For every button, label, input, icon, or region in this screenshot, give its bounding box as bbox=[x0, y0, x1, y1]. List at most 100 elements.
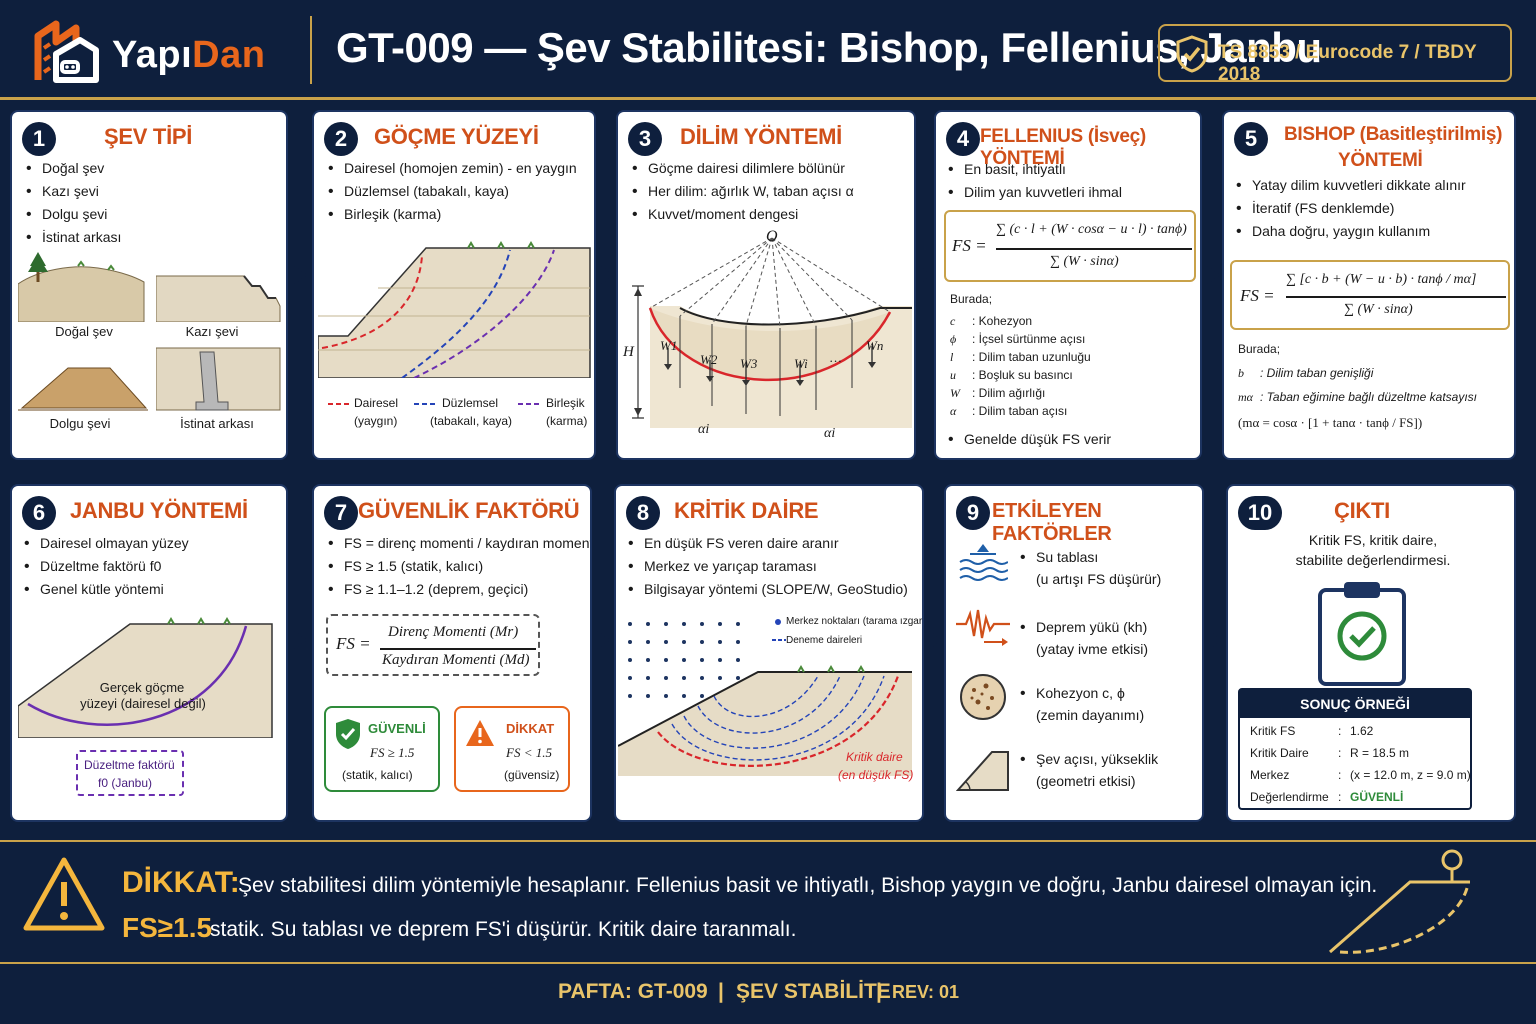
step-number: 9 bbox=[956, 496, 990, 530]
caption: Dolgu şevi bbox=[49, 416, 111, 431]
bullet-list: Dairesel (homojen zemin) - en yaygın Düz… bbox=[328, 157, 577, 226]
failure-surface-diagram bbox=[318, 241, 591, 378]
list-item: Doğal şev bbox=[26, 157, 121, 180]
ma-definition: (mα = cosα · [1 + tanα · tanϕ / FS]) bbox=[1238, 415, 1423, 430]
safety-formula: FS = Direnç Momenti (Mr) Kaydıran Moment… bbox=[326, 614, 540, 676]
list-item: En düşük FS veren daire aranır bbox=[628, 532, 908, 555]
list-item: Genel kütle yöntemi bbox=[24, 578, 189, 601]
panel-safety-factor: 7 GÜVENLİK FAKTÖRÜ FS = direnç momenti /… bbox=[312, 484, 592, 822]
list-item: Daha doğru, yaygın kullanım bbox=[1236, 220, 1466, 243]
list-item: İstinat arkası bbox=[26, 226, 121, 249]
brand-logo[interactable]: YapıDan bbox=[32, 14, 302, 86]
fraction-line bbox=[380, 648, 536, 650]
critical-label: (en düşük FS) bbox=[838, 768, 914, 782]
slope-geometry-icon bbox=[956, 751, 1009, 791]
flow-arrow bbox=[596, 630, 610, 650]
symbol-row: c: Kohezyon bbox=[950, 314, 1033, 328]
panel-bishop: 5 BISHOP (Basitleştirilmiş) YÖNTEMİ Yata… bbox=[1222, 110, 1516, 460]
janbu-diagram bbox=[18, 617, 273, 738]
factor-detail: (zemin dayanımı) bbox=[1036, 707, 1145, 723]
seismic-icon bbox=[956, 609, 1010, 646]
slice-weight-label: … bbox=[830, 350, 842, 365]
output-description: stabilite değerlendirmesi. bbox=[1295, 552, 1451, 568]
symbol-row: W: Dilim ağırlığı bbox=[950, 386, 1046, 400]
symbol-row: b: Dilim taban genişliği bbox=[1238, 366, 1374, 380]
shield-check-icon bbox=[336, 719, 360, 749]
list-item: Birleşik (karma) bbox=[328, 203, 577, 226]
factor-detail: (u artışı FS düşürür) bbox=[1036, 571, 1162, 587]
correction-factor-box: Düzeltme faktörü f0 (Janbu) bbox=[76, 750, 184, 796]
safe-title: GÜVENLİ bbox=[368, 721, 426, 736]
formula-lhs: FS = bbox=[336, 634, 371, 653]
result-row: Değerlendirme:GÜVENLİ bbox=[1250, 790, 1404, 804]
flow-arrow bbox=[293, 630, 307, 650]
list-item: Düzeltme faktörü f0 bbox=[24, 555, 189, 578]
bullet-list: En basit, ihtiyatlı Dilim yan kuvvetleri… bbox=[948, 158, 1122, 204]
step-number: 10 bbox=[1238, 496, 1282, 530]
list-item: Bilgisayar yöntemi (SLOPE/W, GeoStudio) bbox=[628, 578, 908, 601]
step-number: 1 bbox=[22, 122, 56, 156]
list-item: Merkez ve yarıçap taraması bbox=[628, 555, 908, 578]
panel-title: DİLİM YÖNTEMİ bbox=[680, 124, 842, 149]
warning-text: Şev stabilitesi dilim yöntemiyle hesapla… bbox=[238, 874, 1378, 897]
list-item: FS ≥ 1.1–1.2 (deprem, geçici) bbox=[328, 578, 590, 601]
formula-denominator: Kaydıran Momenti (Md) bbox=[382, 652, 530, 668]
flow-arrow bbox=[1206, 265, 1220, 285]
flow-arrow bbox=[1208, 630, 1222, 650]
legend-label: Deneme daireleri bbox=[786, 635, 863, 646]
critical-circle-diagram bbox=[618, 622, 912, 776]
panel-fellenius: 4 FELLENIUS (İsveç) YÖNTEMİ En basit, ih… bbox=[934, 110, 1202, 460]
step-number: 5 bbox=[1234, 122, 1268, 156]
slice-weight-label: W1 bbox=[660, 338, 678, 353]
panel-title: ETKİLEYEN FAKTÖRLER bbox=[992, 500, 1112, 545]
list-item: Dilim yan kuvvetleri ihmal bbox=[948, 181, 1122, 204]
surface-caption: Gerçek göçme bbox=[99, 680, 185, 695]
formula-denominator: ∑ (W · sinα) bbox=[1344, 302, 1413, 317]
footer-bar bbox=[0, 962, 1536, 1024]
sheet-topic: ŞEV STABİLİTE bbox=[736, 980, 891, 1003]
clipboard-check-icon bbox=[1318, 582, 1406, 686]
panel-title: GÜVENLİK FAKTÖRÜ bbox=[358, 498, 580, 523]
slice-weight-label: W2 bbox=[700, 352, 718, 367]
legend-dash-purple bbox=[518, 403, 542, 405]
panel-title: JANBU YÖNTEMİ bbox=[70, 498, 248, 523]
fraction-line bbox=[1286, 296, 1506, 298]
factor-line2: f0 (Janbu) bbox=[98, 776, 153, 790]
header-bar: YapıDan GT-009 — Şev Stabilitesi: Bishop… bbox=[0, 0, 1536, 100]
step-number: 4 bbox=[946, 122, 980, 156]
fraction-line bbox=[996, 248, 1192, 250]
formula-lhs: FS = bbox=[952, 236, 987, 255]
slope-tree-icon bbox=[1329, 849, 1470, 954]
list-item: FS ≥ 1.5 (statik, kalıcı) bbox=[328, 555, 590, 578]
bullet-list: En düşük FS veren daire aranır Merkez ve… bbox=[628, 532, 908, 601]
where-label: Burada; bbox=[1238, 342, 1281, 356]
list-item: En basit, ihtiyatlı bbox=[948, 158, 1122, 181]
panel-failure-surface: 2 GÖÇME YÜZEYİ Dairesel (homojen zemin) … bbox=[312, 110, 596, 460]
warning-triangle-icon bbox=[466, 720, 494, 746]
center-label: O bbox=[766, 228, 778, 245]
retaining-wall-illustration bbox=[156, 347, 281, 411]
step-number: 2 bbox=[324, 122, 358, 156]
caption: İstinat arkası bbox=[180, 416, 254, 431]
natural-slope-illustration bbox=[18, 252, 145, 322]
panel-title: GÖÇME YÜZEYİ bbox=[374, 124, 539, 149]
output-description: Kritik FS, kritik daire, bbox=[1308, 532, 1438, 548]
caution-status-card: DİKKAT FS < 1.5 (güvensiz) bbox=[454, 706, 570, 792]
panel-critical-circle: 8 KRİTİK DAİRE En düşük FS veren daire a… bbox=[614, 484, 924, 822]
legend-sub: (yaygın) bbox=[354, 414, 398, 428]
warning-title: DİKKAT: bbox=[122, 866, 240, 899]
caution-title: DİKKAT bbox=[506, 721, 555, 736]
slice-weight-label: Wi bbox=[794, 356, 808, 371]
panel-title-line2: YÖNTEMİ bbox=[1338, 150, 1423, 171]
warning-highlight: FS≥1.5 bbox=[122, 912, 213, 943]
symbol-row: ϕ: İçsel sürtünme açısı bbox=[950, 332, 1086, 346]
list-item: Dairesel (homojen zemin) - en yaygın bbox=[328, 157, 577, 180]
shield-check-icon bbox=[1176, 35, 1208, 73]
sheet-code: PAFTA: GT-009 bbox=[558, 980, 708, 1003]
list-item: Her dilim: ağırlık W, taban açısı α bbox=[632, 180, 854, 203]
safe-condition: FS ≥ 1.5 bbox=[370, 745, 415, 760]
flow-arrow bbox=[293, 265, 307, 285]
factor-line1: Düzeltme faktörü bbox=[84, 758, 175, 772]
flow-arrow-stem bbox=[1366, 462, 1372, 470]
warning-triangle-icon bbox=[23, 857, 105, 931]
